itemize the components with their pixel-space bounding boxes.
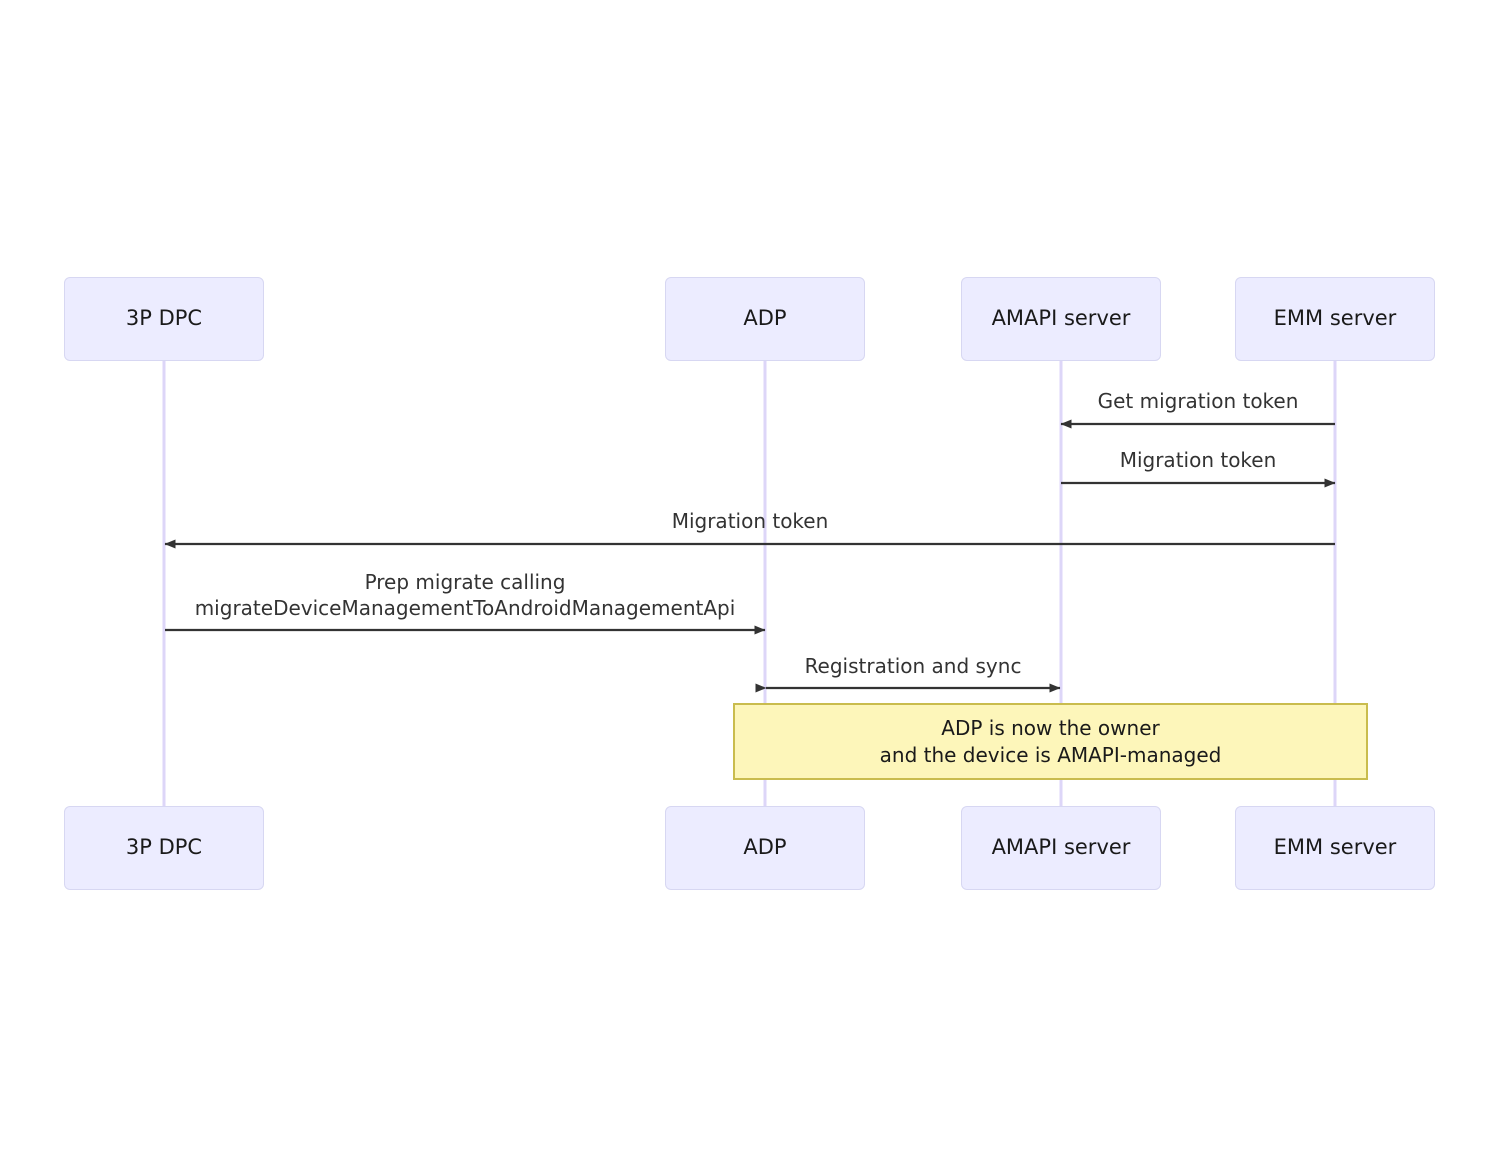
actor-label-amapi: AMAPI server (991, 835, 1131, 860)
actor-label-adp: ADP (743, 835, 787, 860)
actor-box-adp-top[interactable]: ADP (665, 277, 865, 361)
message-arrows-group (164, 419, 1336, 693)
actor-box-adp-bottom[interactable]: ADP (665, 806, 865, 890)
actor-label-emm: EMM server (1273, 835, 1397, 860)
actor-box-amapi-top[interactable]: AMAPI server (961, 277, 1161, 361)
actor-label-dpc: 3P DPC (125, 835, 203, 860)
actor-label-dpc: 3P DPC (125, 306, 203, 331)
note-text-n1: ADP is now the owner and the device is A… (879, 715, 1222, 767)
note-box-n1: ADP is now the owner and the device is A… (733, 703, 1368, 780)
actor-box-dpc-top[interactable]: 3P DPC (64, 277, 264, 361)
actor-box-emm-bottom[interactable]: EMM server (1235, 806, 1435, 890)
actor-box-amapi-bottom[interactable]: AMAPI server (961, 806, 1161, 890)
actor-label-emm: EMM server (1273, 306, 1397, 331)
actor-label-amapi: AMAPI server (991, 306, 1131, 331)
actor-box-dpc-bottom[interactable]: 3P DPC (64, 806, 264, 890)
actor-label-adp: ADP (743, 306, 787, 331)
actor-box-emm-top[interactable]: EMM server (1235, 277, 1435, 361)
